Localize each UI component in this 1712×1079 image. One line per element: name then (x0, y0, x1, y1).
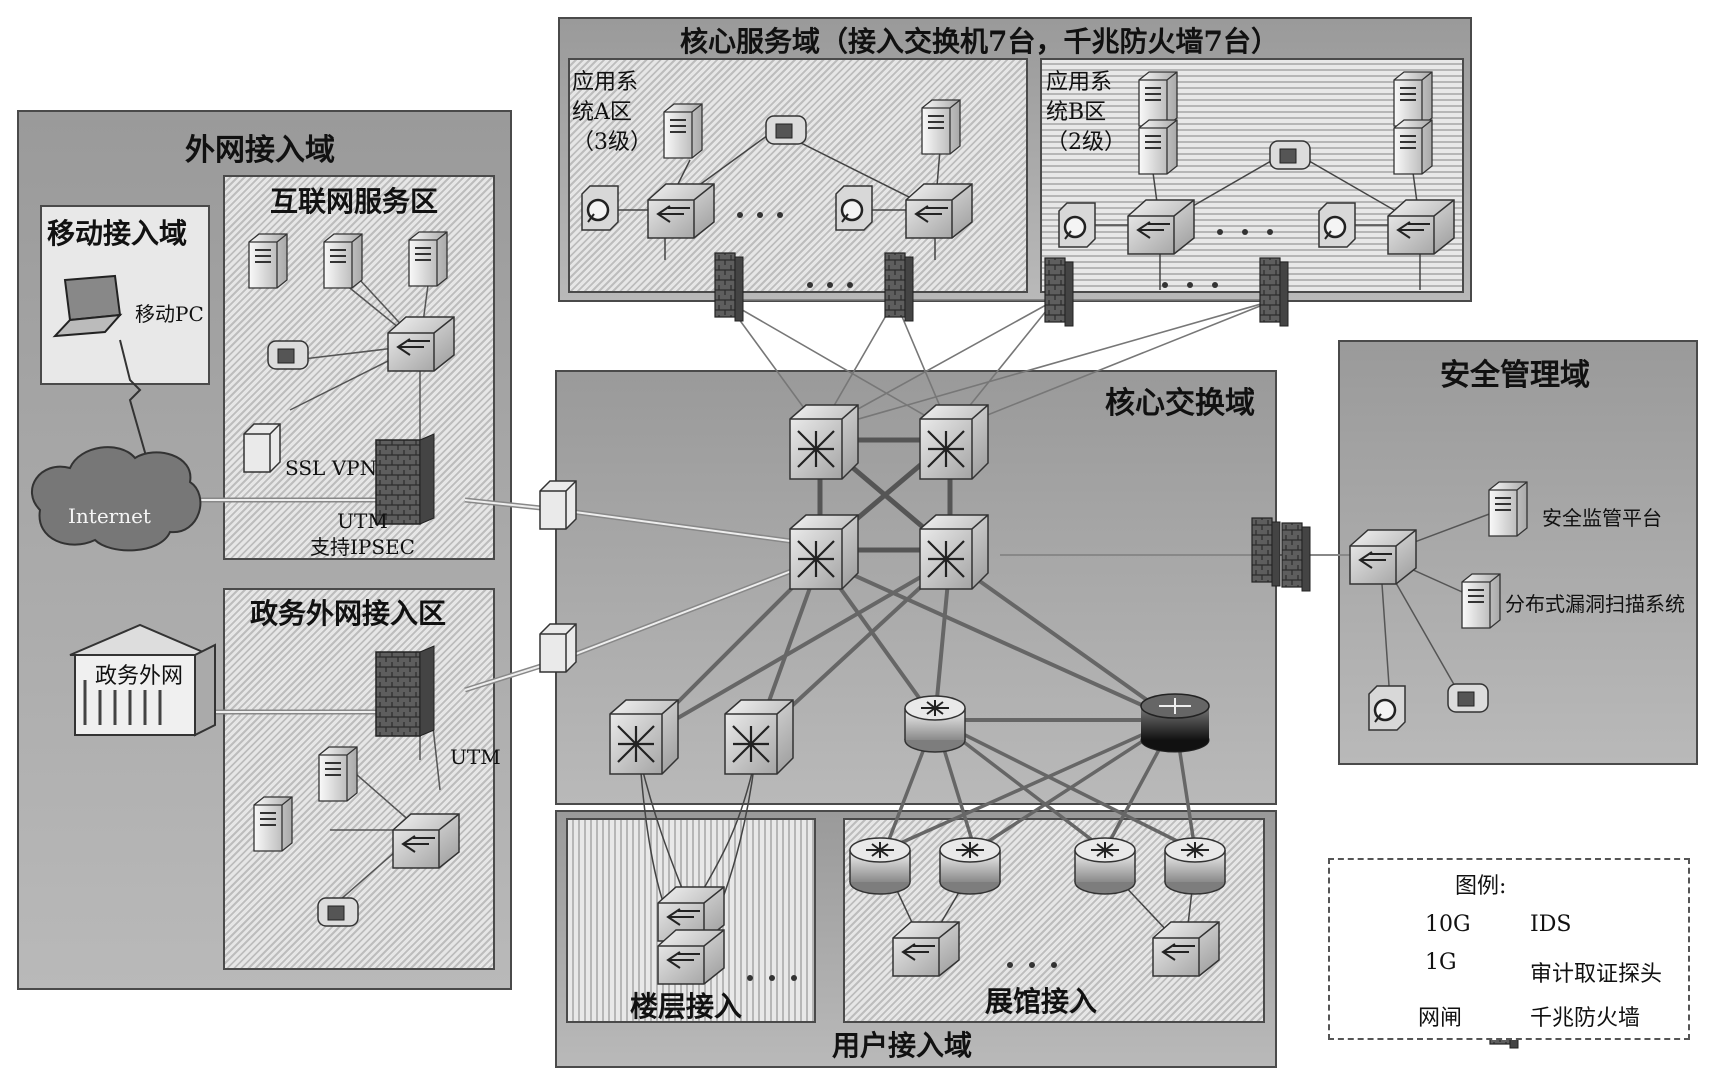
vuln-scan-label: 分布式漏洞扫描系统 (1505, 592, 1685, 616)
core-switch-icon (918, 513, 990, 591)
gov-net-label: 政务外网 (95, 658, 184, 690)
switch-icon (657, 929, 725, 985)
gateway-icon (539, 480, 577, 530)
switch-icon (1387, 199, 1455, 255)
router-icon (904, 695, 966, 753)
firewall-icon (1251, 517, 1281, 587)
ids-icon (834, 184, 874, 232)
server-icon (1138, 71, 1178, 127)
mobile-domain-title: 移动接入域 (47, 217, 188, 250)
legend-box: 图例: 10G 1G IDS 审计取证探头 网闸 千兆防火墙 (1328, 858, 1690, 1040)
app-zone-b-label: 应用系 统B区 （2级） (1046, 70, 1126, 155)
aggregation-switch-icon (723, 698, 795, 776)
core-service-title: 核心服务域（接入交换机7台，千兆防火墙7台） (680, 25, 1279, 58)
router-dark-icon (1140, 693, 1210, 753)
legend-1g: 1G (1425, 950, 1457, 975)
ids-icon (1367, 684, 1407, 732)
utm-firewall-icon (375, 645, 435, 737)
firewall-icon (884, 252, 914, 322)
switch-icon (647, 183, 715, 239)
switch-icon (1349, 529, 1417, 585)
router-icon (1164, 837, 1226, 895)
legend-gateway: 网闸 (1418, 1006, 1463, 1031)
internet-cloud (30, 446, 202, 552)
ellipsis-dots (737, 212, 1273, 981)
core-switch-icon (788, 513, 860, 591)
firewall-icon (1259, 257, 1289, 327)
legend-title: 图例: (1455, 874, 1507, 899)
server-icon (1488, 481, 1528, 537)
ids-icon (1057, 201, 1097, 249)
audit-probe-icon (765, 115, 807, 145)
router-icon (939, 837, 1001, 895)
ids-icon (580, 184, 620, 232)
audit-probe-icon (317, 897, 359, 927)
switch-icon (1127, 199, 1195, 255)
gov-access-title: 政务外网接入区 (250, 597, 447, 630)
sec-platform-label: 安全监管平台 (1542, 506, 1662, 530)
server-icon (663, 103, 703, 159)
audit-probe-icon (1269, 140, 1311, 170)
router-icon (849, 837, 911, 895)
server-icon (1461, 573, 1501, 629)
firewall-icon (1281, 522, 1311, 592)
security-mgmt-title: 安全管理域 (1440, 358, 1590, 393)
legend-ids: IDS (1530, 912, 1572, 937)
server-icon (1393, 119, 1433, 175)
audit-probe-icon (267, 340, 309, 370)
server-icon (1138, 119, 1178, 175)
legend-audit: 审计取证探头 (1530, 962, 1663, 987)
hall-access-label: 展馆接入 (985, 985, 1098, 1018)
mobile-pc-label: 移动PC (135, 302, 204, 326)
audit-probe-icon (1447, 683, 1489, 713)
legend-10g: 10G (1425, 912, 1471, 937)
server-icon (248, 233, 288, 289)
gov-access-zone (223, 588, 495, 970)
core-switch-icon (788, 403, 860, 481)
app-zone-a (568, 58, 1028, 293)
laptop-icon (52, 274, 123, 338)
core-switch-icon (918, 403, 990, 481)
ids-icon (1317, 201, 1357, 249)
internet-label: Internet (68, 504, 151, 528)
switch-icon (392, 813, 460, 869)
core-switch-title: 核心交换域 (1105, 386, 1255, 421)
server-icon (408, 231, 448, 287)
server-icon (323, 233, 363, 289)
firewall-icon (1044, 257, 1074, 327)
ssl-vpn-label: SSL VPN (285, 456, 378, 480)
server-icon (318, 746, 358, 802)
switch-icon (1152, 921, 1220, 977)
vpn-gateway-icon (243, 423, 281, 473)
app-zone-a-label: 应用系 统A区 （3级） (572, 70, 652, 155)
server-icon (921, 99, 961, 155)
server-icon (253, 796, 293, 852)
switch-icon (905, 183, 973, 239)
user-access-title: 用户接入域 (832, 1029, 973, 1062)
switch-icon (387, 316, 455, 372)
utm-ipsec-label: UTM 支持IPSEC (310, 509, 415, 559)
aggregation-switch-icon (608, 698, 680, 776)
legend-firewall: 千兆防火墙 (1530, 1006, 1641, 1031)
router-icon (1074, 837, 1136, 895)
floor-access-label: 楼层接入 (630, 990, 743, 1023)
utm-label: UTM (450, 745, 501, 769)
firewall-icon (714, 252, 744, 322)
gateway-icon (539, 623, 577, 673)
switch-icon (892, 921, 960, 977)
external-domain-title: 外网接入域 (185, 133, 335, 168)
internet-service-title: 互联网服务区 (270, 185, 439, 218)
server-icon (1393, 71, 1433, 127)
